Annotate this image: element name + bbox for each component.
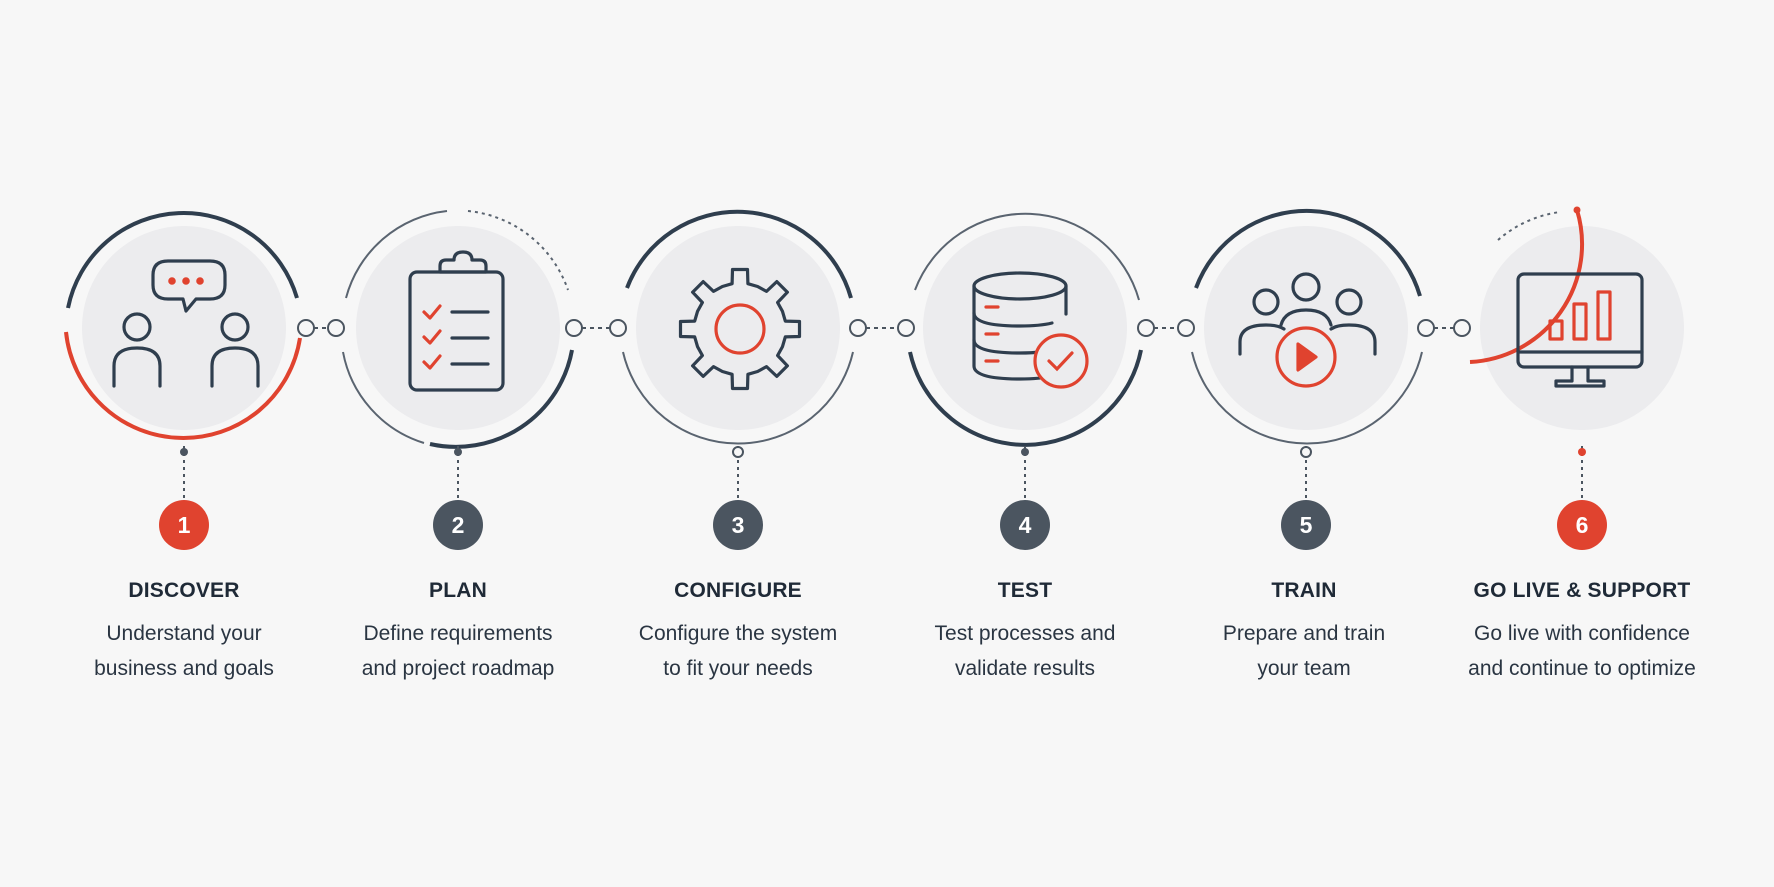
step-title: TEST [997, 579, 1053, 602]
step-4-text: TEST Test processes and validate results [885, 579, 1165, 686]
connector-node [297, 319, 315, 337]
step-1-text: DISCOVER Understand your business and go… [44, 579, 324, 686]
step-3-text: CONFIGURE Configure the system to fit yo… [598, 579, 878, 686]
step-description-line: Understand your [106, 622, 262, 645]
connector-node [849, 319, 867, 337]
step-6-text: GO LIVE & SUPPORT Go live with confidenc… [1442, 579, 1722, 686]
step-number-badge: 1 [159, 500, 209, 550]
step-description-line: business and goals [94, 657, 274, 680]
team-training-icon [1238, 272, 1377, 388]
step-description: Define requirements and project roadmap [318, 616, 598, 686]
step-title: PLAN [429, 579, 487, 602]
step-description-line: to fit your needs [663, 657, 813, 680]
connector-node [1453, 319, 1471, 337]
step-description-line: Define requirements [363, 622, 553, 645]
step-description: Test processes and validate results [885, 616, 1165, 686]
connectors [297, 319, 1471, 337]
discussion-icon [112, 259, 260, 388]
step-description-line: your team [1257, 657, 1351, 680]
step-number-badge: 4 [1000, 500, 1050, 550]
step-title: GO LIVE & SUPPORT [1473, 579, 1691, 602]
step-description-line: and continue to optimize [1468, 657, 1696, 680]
step-title: CONFIGURE [674, 579, 802, 602]
step-description: Go live with confidence and continue to … [1442, 616, 1722, 686]
step-description: Configure the system to fit your needs [598, 616, 878, 686]
step-number-badge: 5 [1281, 500, 1331, 550]
step-description: Understand your business and goals [44, 616, 324, 686]
gear-icon [678, 267, 802, 391]
step-6-circle [1469, 206, 1684, 500]
step-description-line: validate results [954, 657, 1096, 680]
step-title: DISCOVER [128, 579, 240, 602]
step-5-text: TRAIN Prepare and train your team [1164, 579, 1444, 686]
step-2-text: PLAN Define requirements and project roa… [318, 579, 598, 686]
step-number-badge: 6 [1557, 500, 1607, 550]
step-title: TRAIN [1271, 579, 1337, 602]
connector-node [1177, 319, 1195, 337]
step-number-badge: 2 [433, 500, 483, 550]
step-description-line: and project roadmap [361, 657, 555, 680]
connector-node [609, 319, 627, 337]
monitor-chart-icon [1516, 272, 1644, 388]
step-description: Prepare and train your team [1164, 616, 1444, 686]
step-description-line: Go live with confidence [1474, 622, 1690, 645]
step-description-line: Test processes and [934, 622, 1116, 645]
clipboard-checklist-icon [408, 250, 505, 392]
step-4-circle [908, 212, 1143, 500]
connector-node [1417, 319, 1435, 337]
connector-node [1137, 319, 1155, 337]
step-3-circle [622, 209, 854, 500]
step-1-circle [64, 211, 302, 500]
step-number-badge: 3 [713, 500, 763, 550]
step-description-line: Configure the system [638, 622, 838, 645]
database-check-icon [972, 271, 1089, 389]
step-2-circle [342, 210, 574, 500]
step-description-line: Prepare and train [1222, 622, 1386, 645]
connector-node [327, 319, 345, 337]
connector-node [897, 319, 915, 337]
connector-node [565, 319, 583, 337]
